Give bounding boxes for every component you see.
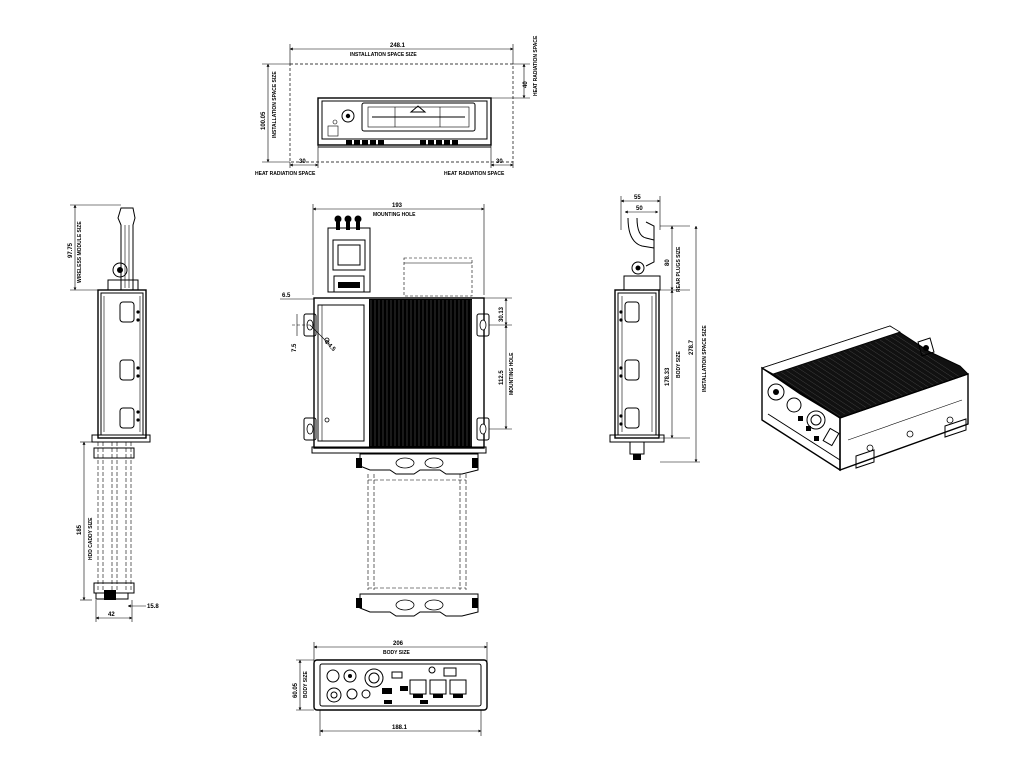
left-hdd-caddy — [93, 442, 135, 600]
iso-heatsink-fin — [786, 370, 851, 413]
right-plug-label: REAR PLUGS SIZE — [676, 246, 682, 292]
center-hole-height-label: MOUNTING HOLE — [509, 352, 515, 395]
top-right-gap: 30 — [496, 159, 503, 165]
iso-heatsink-fin — [890, 336, 955, 379]
right-install-label: INSTALLATION SPACE SIZE — [702, 325, 708, 392]
center-heatsink — [369, 299, 472, 447]
iso-heatsink-fin — [801, 365, 867, 408]
iso-heatsink-fin — [895, 334, 960, 378]
right-install-dim: 278.7 — [689, 339, 695, 355]
iso-heatsink-fin — [853, 348, 919, 391]
iso-heatsink-fin — [843, 351, 908, 395]
isometric-view — [760, 325, 969, 472]
iso-heatsink-fin — [812, 361, 877, 405]
center-hole-width: 193 — [392, 203, 403, 209]
top-device-body — [317, 97, 492, 146]
iso-heatsink-fin — [781, 372, 846, 415]
left-caddy-label: HDD CADDY SIZE — [88, 517, 94, 560]
top-height-dim: 100.05 — [261, 111, 267, 130]
iso-right-face — [839, 373, 969, 471]
iso-heatsink-fin — [864, 344, 929, 388]
right-plug-dim: 80 — [665, 259, 671, 266]
center-hole-offset: 7.5 — [292, 343, 298, 352]
bottom-top-width: 206 — [393, 641, 404, 647]
iso-heatsink-fin — [796, 366, 861, 410]
center-hdd-caddy — [356, 453, 479, 617]
left-side-view: 97.75 WIRELESS MODULE SIZE — [68, 204, 159, 622]
iso-heatsink-fin — [869, 343, 934, 386]
right-dim-50: 50 — [636, 206, 643, 212]
iso-heatsink-fin — [775, 373, 841, 417]
iso-heatsink-fin — [838, 353, 903, 396]
iso-heatsink-fin — [885, 338, 950, 381]
top-overall-width: 248.1 — [390, 43, 406, 49]
iso-heatsink-fin — [879, 339, 945, 383]
top-overall-label: INSTALLATION SPACE SIZE — [350, 52, 417, 58]
left-module-dim: 97.75 — [68, 242, 74, 258]
left-bottom-width: 42 — [108, 612, 115, 618]
left-offset: 15.8 — [147, 604, 159, 610]
top-right-gap-label: HEAT RADIATION SPACE — [444, 171, 505, 177]
right-body-label: BODY SIZE — [676, 350, 682, 378]
left-module-label: WIRELESS MODULE SIZE — [77, 221, 83, 283]
installation-space-outline — [289, 63, 514, 163]
top-left-gap: 30 — [299, 159, 306, 165]
top-height-label-1: INSTALLATION SPACE SIZE — [272, 71, 278, 138]
iso-heatsink-fin — [833, 355, 898, 398]
center-view: 193 MOUNTING HOLE — [280, 203, 515, 617]
bottom-view: 206 BODY SIZE 60.05 BODY SIZE — [293, 641, 488, 736]
bottom-width: 188.1 — [392, 725, 408, 731]
right-dim-55: 55 — [634, 195, 641, 201]
right-side-body — [614, 289, 660, 439]
bottom-device-body — [313, 659, 488, 711]
center-top-offset: 30.13 — [499, 306, 505, 322]
iso-heatsink-fin — [859, 346, 924, 390]
right-side-view: 55 50 80 REAR PLUGS SIZE — [609, 195, 708, 463]
iso-heatsink-fin — [827, 356, 893, 400]
left-caddy-dim: 185 — [77, 524, 83, 535]
iso-heatsink-fin — [822, 358, 887, 401]
top-connector-row — [346, 140, 458, 145]
iso-heatsink-fin — [807, 363, 872, 407]
left-side-body — [97, 289, 147, 439]
center-hole-dia: Φ4.5 — [323, 339, 337, 353]
iso-heatsink-fin — [791, 368, 856, 412]
right-body-dim: 178.33 — [665, 367, 671, 386]
top-heat-label: HEAT RADIATION SPACE — [533, 35, 539, 96]
bottom-height-dim: 60.05 — [293, 682, 299, 698]
top-left-gap-label: HEAT RADIATION SPACE — [255, 171, 316, 177]
center-hole-height: 112.5 — [499, 370, 505, 385]
bottom-height-label: BODY SIZE — [303, 670, 309, 698]
iso-heatsink-fin — [817, 360, 882, 403]
bottom-top-label: BODY SIZE — [383, 650, 411, 656]
iso-heatsink-fin — [874, 341, 939, 384]
center-edge-offset: 6.5 — [282, 293, 291, 299]
top-view: 248.1 INSTALLATION SPACE SIZE 100.05 INS… — [255, 35, 539, 177]
top-heat-dim: 40 — [523, 81, 529, 88]
center-hole-label: MOUNTING HOLE — [373, 212, 416, 218]
iso-heatsink-fin — [848, 349, 913, 393]
center-device-body — [313, 297, 485, 449]
